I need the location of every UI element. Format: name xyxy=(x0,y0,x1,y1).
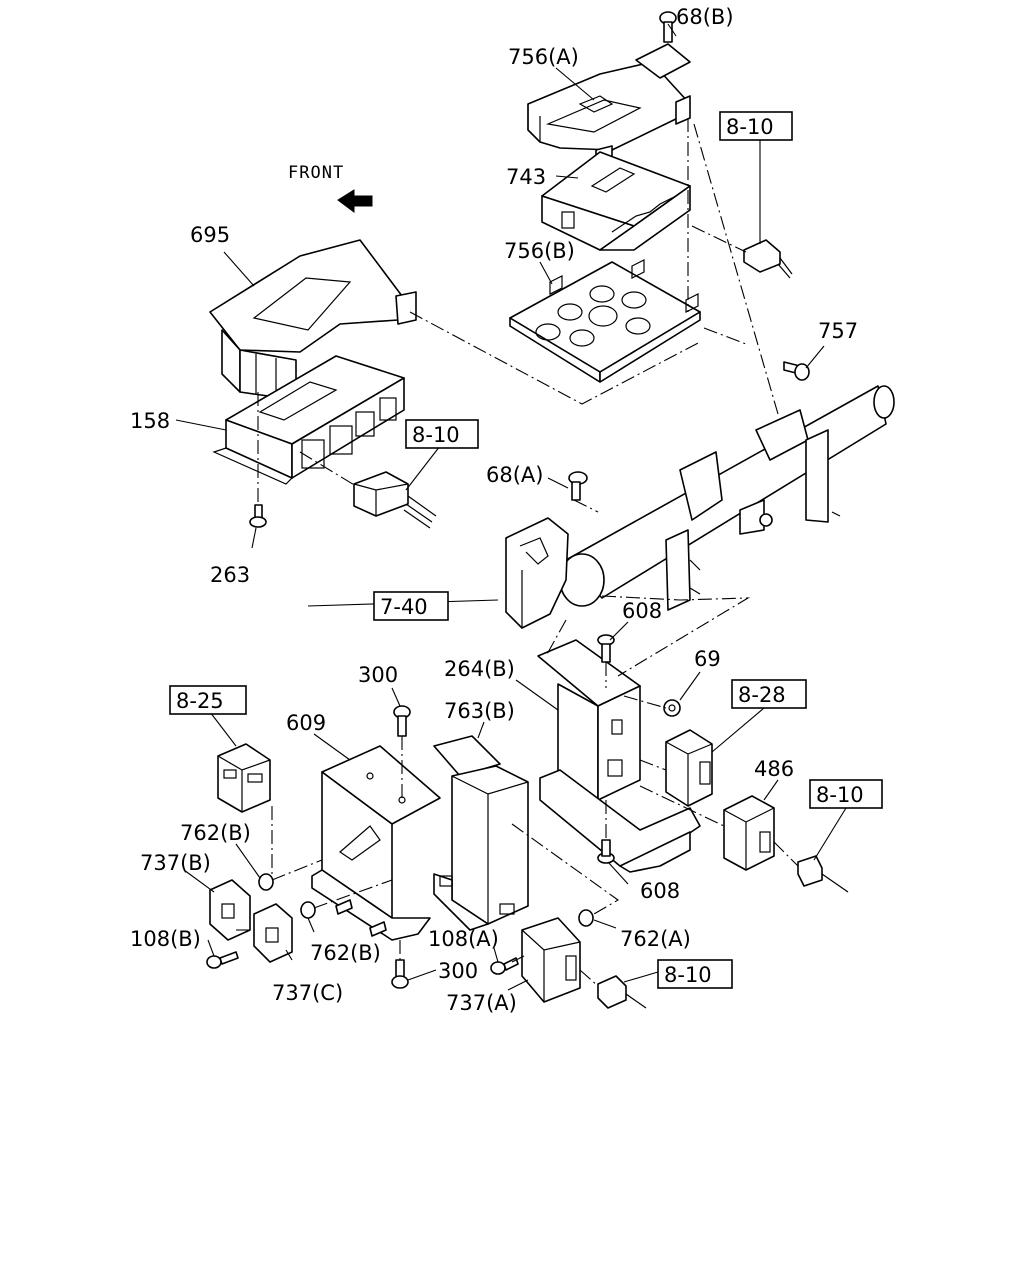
connector-8-10-bottom xyxy=(597,975,647,1009)
callout-608-top: 608 xyxy=(622,599,662,623)
screws-609-face xyxy=(335,899,387,937)
callout-737b: 737(B) xyxy=(140,851,211,875)
callout-68a: 68(A) xyxy=(486,463,543,487)
bolt-300-bottom xyxy=(391,959,409,989)
relay-486 xyxy=(723,795,775,871)
bolt-608-top xyxy=(597,634,615,663)
cross-tube xyxy=(559,385,895,607)
callout-263: 263 xyxy=(210,563,250,587)
ref-box-8-10-left xyxy=(405,419,479,449)
relay-8-25 xyxy=(217,743,271,813)
switch-737b xyxy=(209,879,251,941)
control-unit-743 xyxy=(541,151,691,251)
clip-762b-lower xyxy=(300,901,316,919)
clip-762b-upper xyxy=(258,873,274,891)
callout-737c: 737(C) xyxy=(272,981,343,1005)
callout-762b-upper: 762(B) xyxy=(180,821,251,845)
callout-756a: 756(A) xyxy=(508,45,579,69)
front-arrow-icon xyxy=(337,189,373,213)
ref-label-8-10-bottom: 8-10 xyxy=(664,963,712,987)
connector-8-10-top xyxy=(743,239,793,279)
ref-box-8-25 xyxy=(169,685,247,715)
callout-108a: 108(A) xyxy=(428,927,499,951)
relay-8-28 xyxy=(665,729,713,807)
callout-695: 695 xyxy=(190,223,230,247)
ref-box-7-40 xyxy=(373,591,449,621)
callout-762b-lower: 762(B) xyxy=(310,941,381,965)
switch-737c xyxy=(253,903,293,963)
callout-762a: 762(A) xyxy=(620,927,691,951)
bracket-609 xyxy=(311,745,441,941)
callout-757: 757 xyxy=(818,319,858,343)
callout-labels: 68(B) 756(A) 743 756(B) 695 757 158 68(A… xyxy=(130,5,858,1015)
bracket-763b xyxy=(433,735,529,931)
tube-brackets xyxy=(665,409,841,611)
ref-box-8-28 xyxy=(731,679,807,709)
connector-8-10-left xyxy=(353,471,437,529)
control-unit-158 xyxy=(212,355,405,485)
callout-264b: 264(B) xyxy=(444,657,515,681)
front-direction-indicator: FRONT xyxy=(288,163,373,213)
callout-608-bottom: 608 xyxy=(640,879,680,903)
ref-label-8-25: 8-25 xyxy=(176,689,224,713)
callout-486: 486 xyxy=(754,757,794,781)
screw-108a xyxy=(490,957,519,975)
callout-69: 69 xyxy=(694,647,721,671)
bracket-7-40 xyxy=(505,517,569,629)
callout-756b: 756(B) xyxy=(504,239,575,263)
ref-label-7-40: 7-40 xyxy=(380,595,428,619)
screw-108b xyxy=(206,951,239,969)
bracket-756a xyxy=(527,43,691,173)
tray-756b xyxy=(509,259,701,383)
callout-609: 609 xyxy=(286,711,326,735)
callout-737a: 737(A) xyxy=(446,991,517,1015)
callout-763b: 763(B) xyxy=(444,699,515,723)
callout-68b: 68(B) xyxy=(676,5,734,29)
leader-lines xyxy=(175,23,847,991)
switch-737a xyxy=(521,917,581,1003)
reference-boxes: 8-10 8-10 7-40 8-25 8-28 8-10 8-10 xyxy=(169,111,883,989)
callout-300-bottom: 300 xyxy=(438,959,478,983)
bolt-608-bottom xyxy=(597,839,615,864)
callout-743: 743 xyxy=(506,165,546,189)
bracket-264b xyxy=(537,639,701,873)
bolt-68b xyxy=(659,11,677,43)
callout-158: 158 xyxy=(130,409,170,433)
callout-300-top: 300 xyxy=(358,663,398,687)
ref-box-8-10-right xyxy=(809,779,883,809)
ref-box-8-10-top xyxy=(719,111,793,141)
bolt-300-top xyxy=(393,705,411,737)
bolt-68a xyxy=(568,471,588,501)
assembly-lines xyxy=(236,118,799,987)
clip-762a xyxy=(578,909,594,927)
ref-label-8-10-top: 8-10 xyxy=(726,115,774,139)
connector-8-10-right xyxy=(797,855,849,893)
bolt-757 xyxy=(783,361,810,381)
nut-69 xyxy=(663,699,681,717)
ref-label-8-28: 8-28 xyxy=(738,683,786,707)
front-label: FRONT xyxy=(288,163,344,183)
ref-label-8-10-left: 8-10 xyxy=(412,423,460,447)
bracket-695 xyxy=(209,239,417,401)
ref-box-8-10-bottom xyxy=(657,959,733,989)
screw-263 xyxy=(249,504,267,528)
callout-108b: 108(B) xyxy=(130,927,201,951)
ref-label-8-10-right: 8-10 xyxy=(816,783,864,807)
